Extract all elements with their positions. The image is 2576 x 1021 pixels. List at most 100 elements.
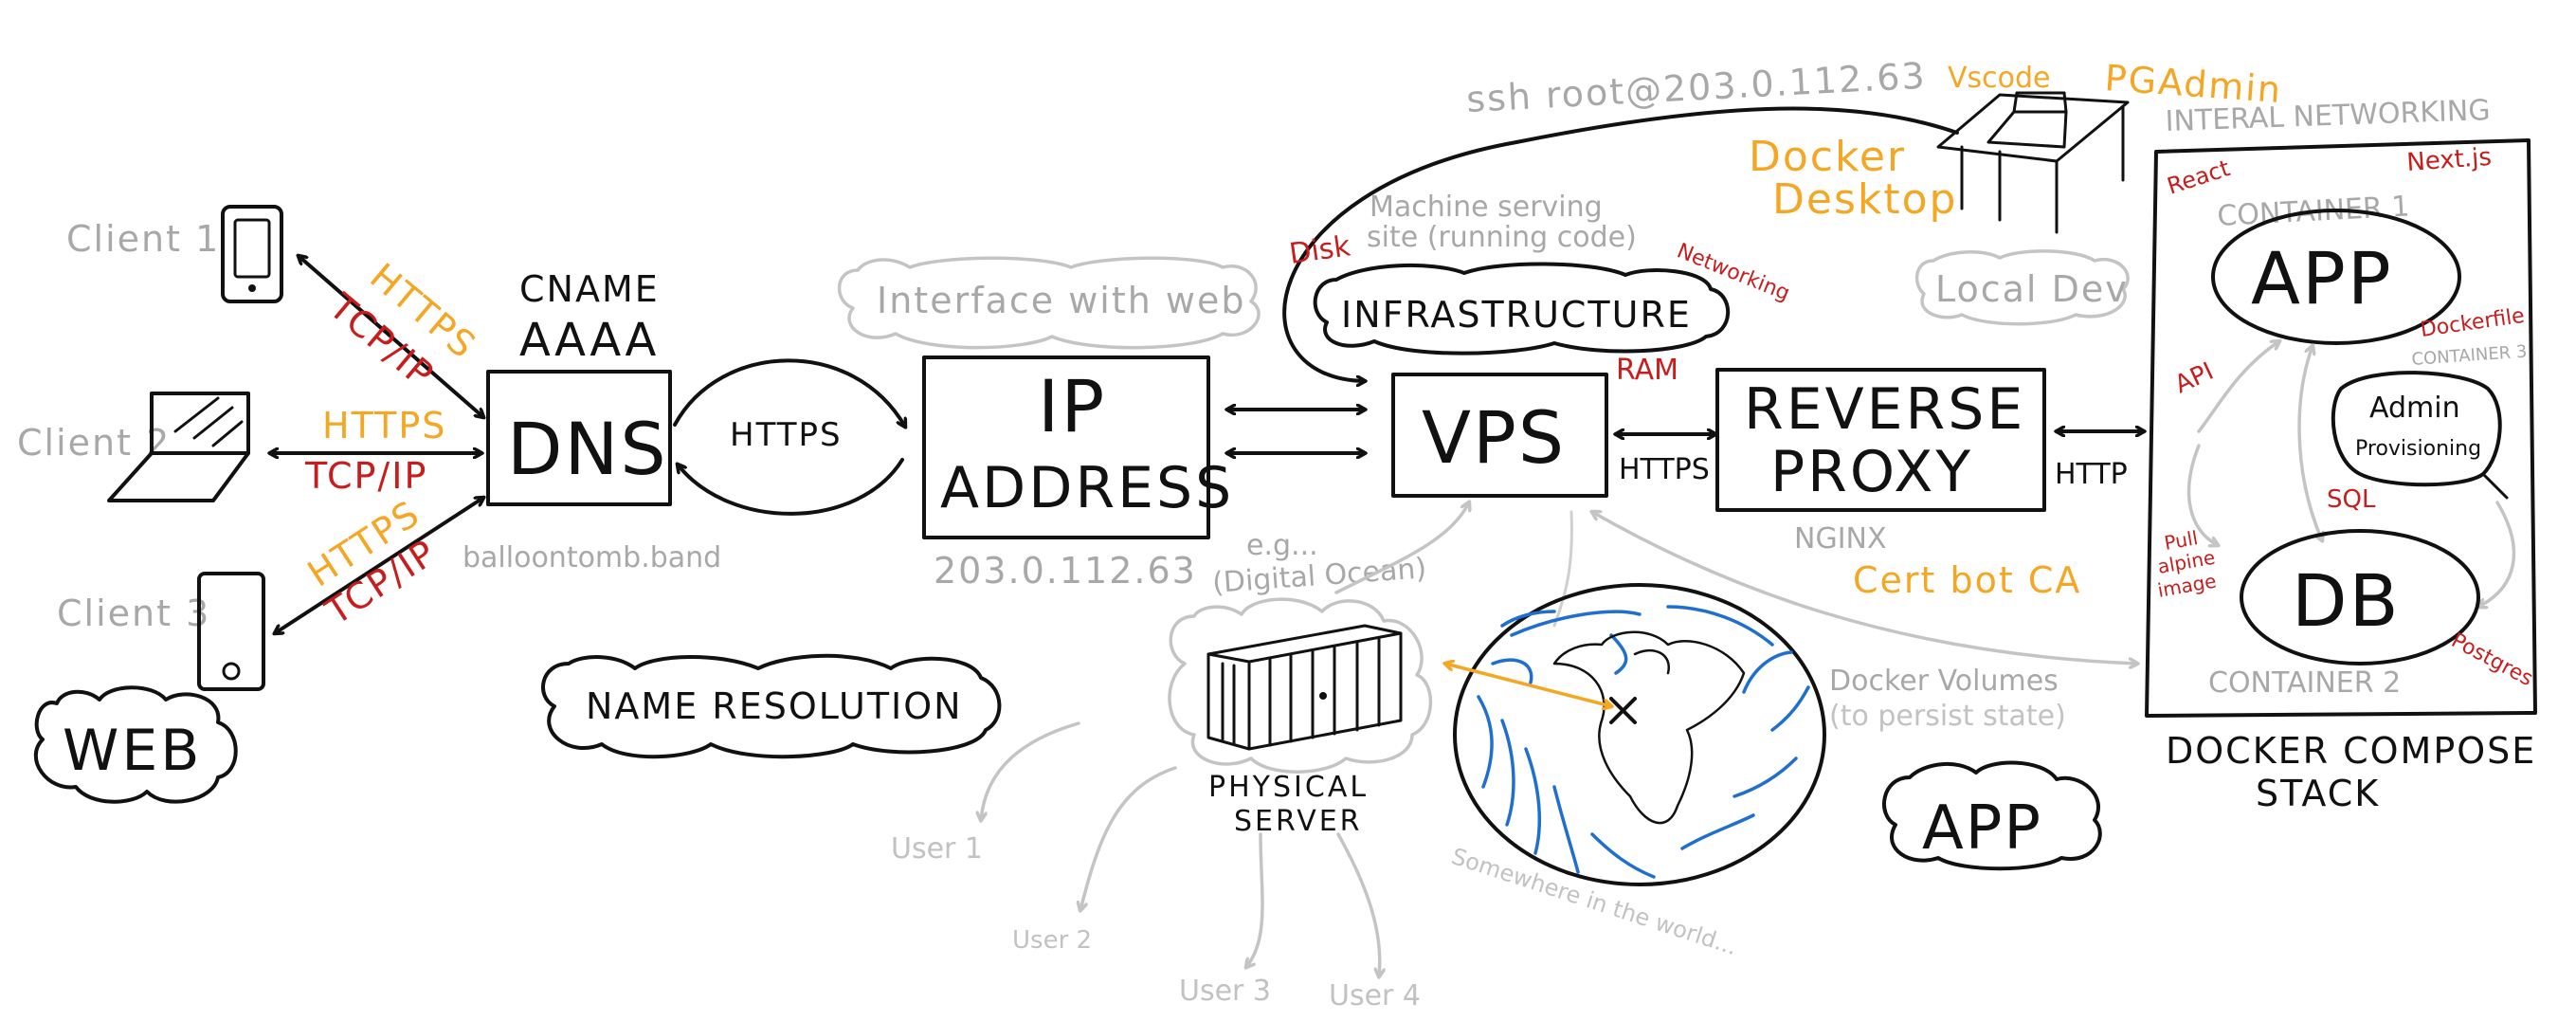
vps-proxy-https-label: HTTPS: [1619, 453, 1710, 486]
user1-arrow: [981, 721, 1080, 820]
name-resolution-cloud: NAME RESOLUTION: [541, 653, 1002, 759]
client3-label: Client 3: [57, 593, 210, 634]
dns-ip-https-label: HTTPS: [730, 416, 843, 454]
vps-label: VPS: [1422, 395, 1566, 480]
physical-server-line1: PHYSICAL: [1208, 771, 1369, 804]
docker-compose-stack: [2145, 138, 2537, 718]
docker-volumes-line2: (to persist state): [1829, 700, 2066, 733]
docker-volumes-line1: Docker Volumes: [1829, 665, 2059, 698]
app-cloud: APP: [1882, 760, 2102, 871]
client1-dns-arrow: [299, 256, 483, 417]
postgres-label: Postgres: [2447, 629, 2536, 691]
dns-to-ip-arrow: [673, 358, 905, 427]
db-label: DB: [2292, 558, 2401, 643]
globe-to-vps-line: [1552, 510, 1573, 628]
ip-address-value: 203.0.112.63: [934, 550, 1197, 592]
desk-icon: [1936, 91, 2130, 234]
user3-label: User 3: [1179, 975, 1271, 1008]
api-label: API: [2170, 357, 2218, 400]
globe-icon: [1453, 583, 1826, 886]
physical-server-cloud-shape: [1168, 597, 1433, 774]
user4-label: User 4: [1329, 979, 1421, 1012]
local-dev-label: Local Dev: [1935, 268, 2129, 310]
dns-label: DNS: [507, 407, 668, 491]
dockerfile-label: Dockerfile: [2419, 304, 2526, 342]
docker-desktop-line2: Desktop: [1772, 175, 1957, 224]
proxy-stack-http-label: HTTP: [2055, 458, 2128, 491]
name-resolution-label: NAME RESOLUTION: [586, 685, 963, 727]
digital-ocean-label: (Digital Ocean): [1211, 552, 1427, 600]
admin-line1: Admin: [2369, 392, 2460, 425]
user3-arrow: [1246, 832, 1264, 967]
nginx-label: NGINX: [1794, 522, 1887, 556]
nextjs-label: Next.js: [2405, 143, 2492, 177]
admin-db-arrow: [2478, 501, 2516, 607]
machine-serving-line2: site (running code): [1367, 221, 1637, 254]
app-container-label: APP: [2251, 236, 2393, 320]
ip-to-dns-arrow: [678, 458, 904, 516]
eg-label: e.g...: [1246, 529, 1318, 562]
server-globe-arrow: [1445, 664, 1611, 706]
app-cloud-label: APP: [1922, 793, 2042, 864]
physical-server-line2: SERVER: [1234, 805, 1363, 838]
user2-label: User 2: [1012, 926, 1092, 955]
tablet-icon: [197, 572, 265, 691]
user4-arrow: [1336, 832, 1380, 976]
client2-tcpip-label: TCP/IP: [304, 455, 427, 497]
db-container: DB: [2240, 529, 2480, 665]
api-arrow: [2197, 341, 2279, 433]
interface-cloud-shape: [837, 256, 1261, 350]
ip-address-box: IP ADDRESS: [922, 356, 1234, 539]
local-dev-cloud-shape: [1914, 249, 2130, 326]
ip-label-line1: IP: [1038, 364, 1106, 448]
client2-https-label: HTTPS: [322, 405, 446, 447]
phone-icon: [221, 205, 283, 303]
dns-box: DNS: [486, 370, 672, 506]
stack-line1: DOCKER COMPOSE: [2166, 730, 2536, 772]
dns-records-cname: CNAME: [519, 268, 660, 310]
container2-label: CONTAINER 2: [2208, 666, 2401, 700]
volumes-arrow: [1592, 512, 2137, 664]
admin-line2: Provisioning: [2355, 437, 2481, 461]
reverse-proxy-line2: PROXY: [1770, 439, 1973, 505]
machine-serving-line1: Machine serving: [1370, 191, 1603, 224]
docker-desktop-line1: Docker: [1749, 133, 1906, 181]
physical-server-cloud: [1168, 597, 1433, 774]
web-label: WEB: [63, 718, 202, 784]
vscode-label: Vscode: [1948, 62, 2051, 95]
infrastructure-cloud: INFRASTRUCTURE: [1313, 262, 1731, 356]
ram-label: RAM: [1616, 354, 1678, 387]
stack-line2: STACK: [2256, 773, 2380, 814]
pull-arrow: [2186, 444, 2218, 545]
admin-container: Admin Provisioning: [2331, 371, 2509, 500]
laptop-icon: [107, 392, 250, 502]
reverse-proxy-box: REVERSE PROXY: [1715, 368, 2046, 512]
web-cloud: WEB: [33, 685, 238, 804]
local-dev-cloud: Local Dev: [1914, 249, 2130, 326]
react-label: React: [2164, 155, 2233, 200]
container3-label: CONTAINER 3: [2411, 342, 2528, 370]
user2-arrow: [1080, 766, 1177, 910]
sql-label: SQL: [2327, 485, 2376, 514]
interface-cloud: Interface with web: [837, 256, 1261, 350]
disk-label: Disk: [1287, 229, 1352, 271]
client3-dns-arrow: [275, 498, 483, 633]
user1-label: User 1: [891, 832, 983, 866]
somewhere-label: Somewhere in the world...: [1448, 843, 1740, 960]
client1-label: Client 1: [66, 218, 220, 260]
server-to-vps-arrow: [1334, 502, 1469, 594]
server-rack-icon: [1206, 624, 1403, 751]
app-container: APP: [2211, 209, 2461, 345]
dns-records-aaaa: AAAA: [519, 314, 659, 367]
dns-domain-label: balloontomb.band: [463, 541, 721, 574]
ssh-arrow: [1282, 106, 1959, 381]
vps-box: VPS: [1391, 373, 1608, 498]
interface-cloud-label: Interface with web: [877, 280, 1246, 321]
client2-label: Client 2: [17, 422, 171, 464]
ip-label-line2: ADDRESS: [940, 455, 1234, 521]
app-db-arrow: [2297, 346, 2322, 540]
reverse-proxy-line1: REVERSE: [1744, 376, 2025, 443]
infrastructure-label: INFRASTRUCTURE: [1341, 294, 1692, 336]
